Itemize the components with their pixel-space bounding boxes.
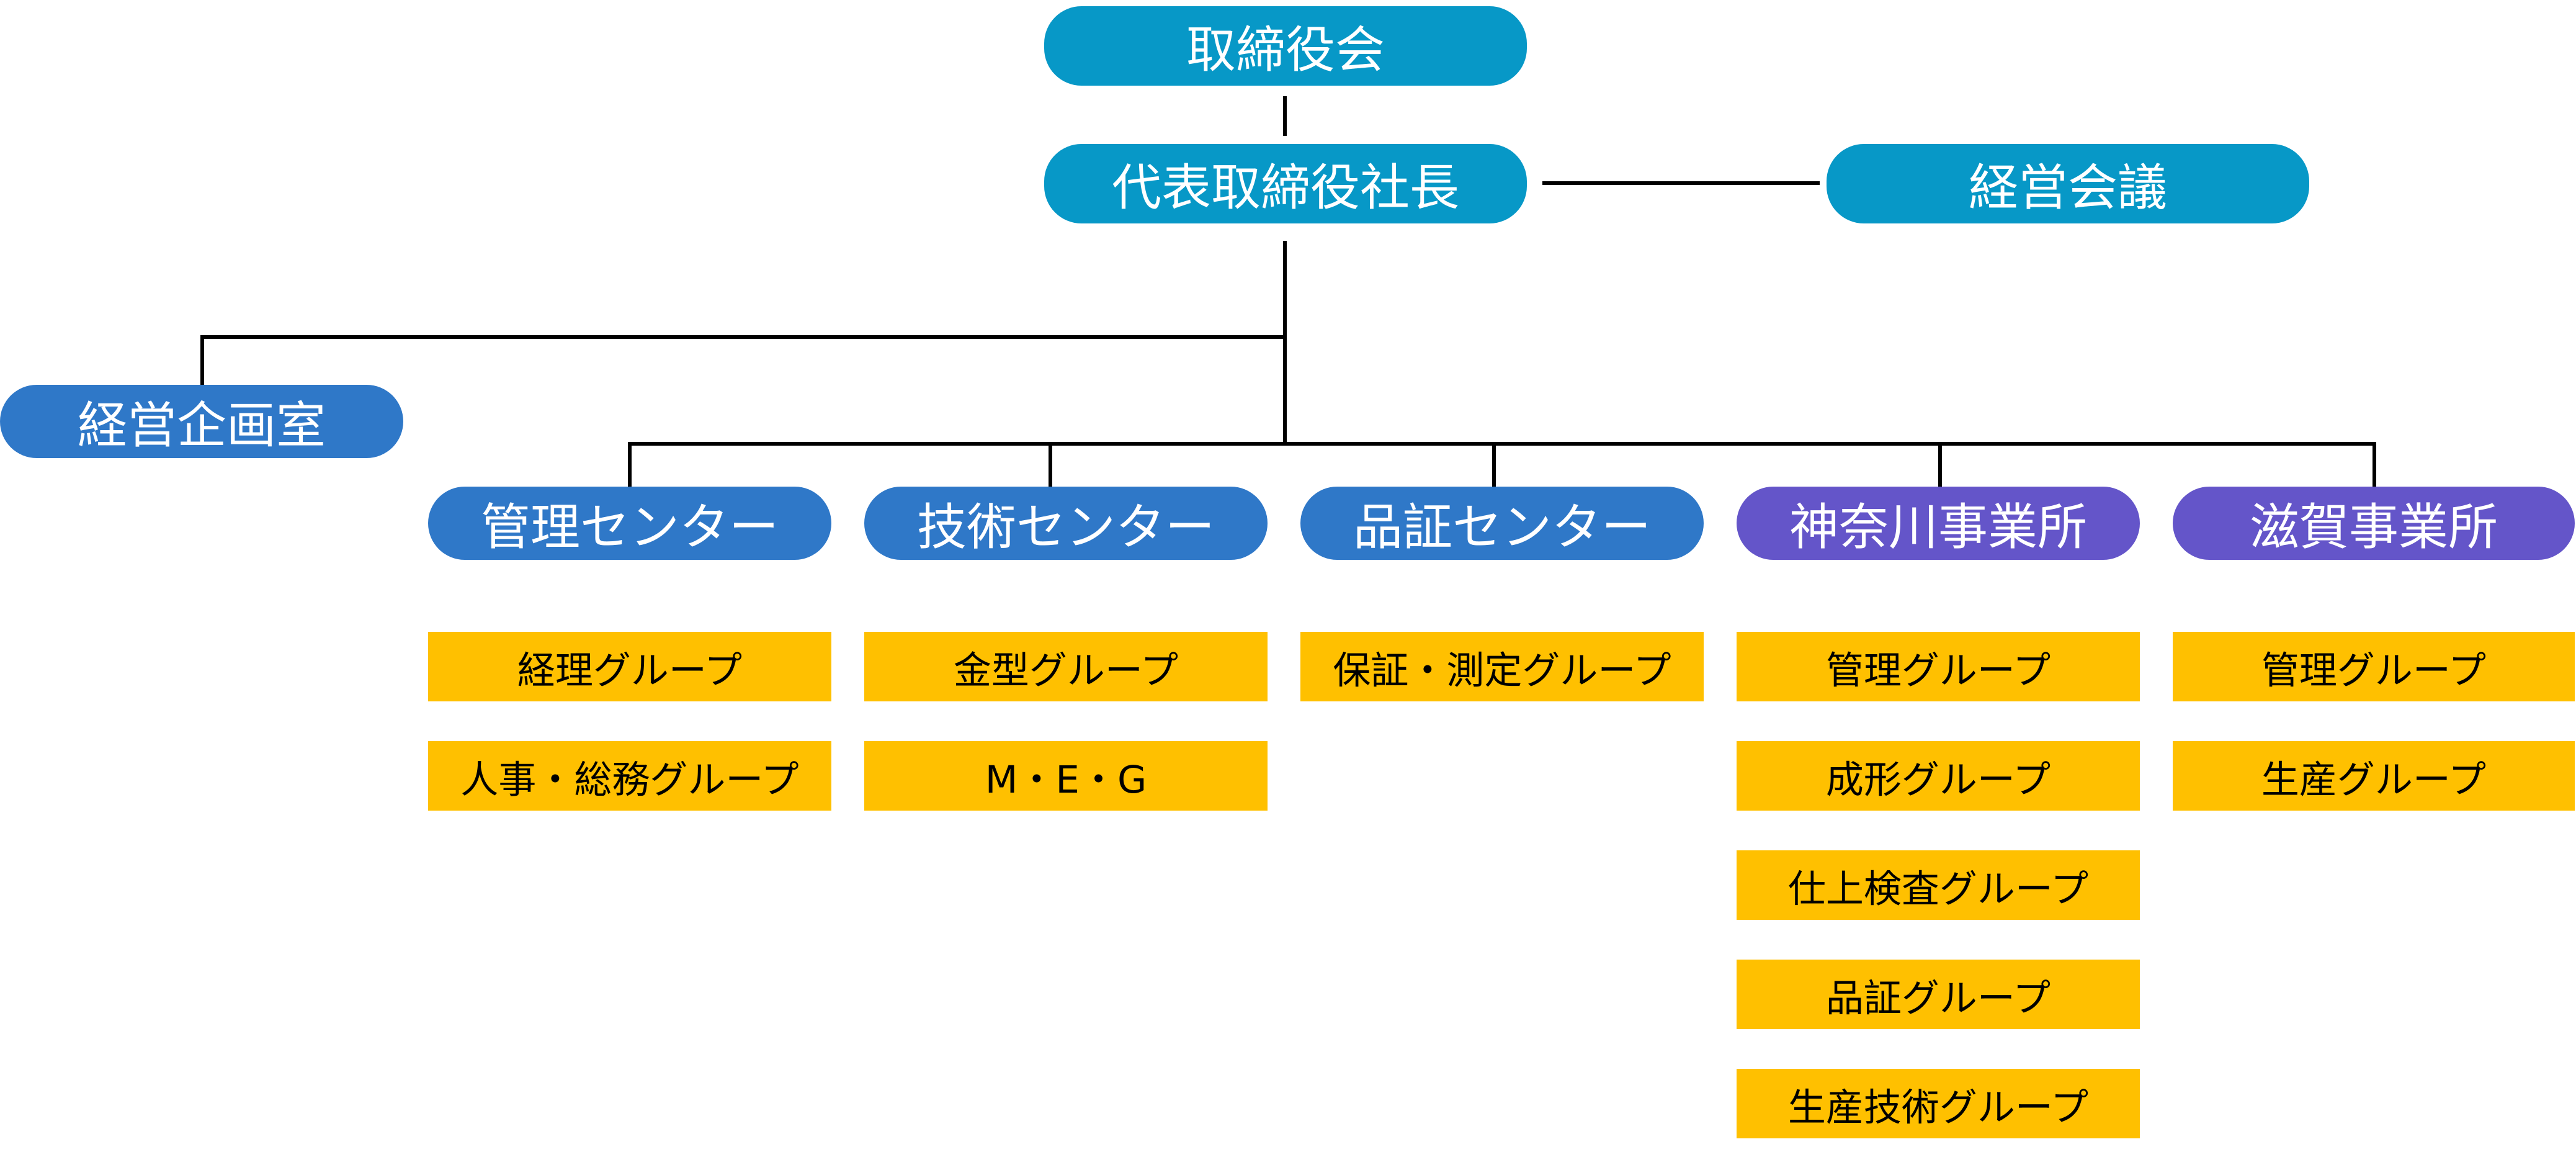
group-box: 金型グループ: [864, 632, 1268, 701]
group-box: 保証・測定グループ: [1300, 632, 1704, 701]
board-of-directors-label: 取締役会: [1186, 21, 1385, 79]
connector-president-meeting: [1542, 181, 1820, 185]
planning-office-label: 経営企画室: [78, 397, 326, 454]
group-box: 管理グループ: [1737, 632, 2140, 701]
group-box: 仕上検査グループ: [1737, 850, 2140, 920]
division-node-gijutsu-center: 技術センター: [864, 487, 1268, 560]
division-label: 神奈川事業所: [1789, 498, 2087, 556]
group-box: 管理グループ: [2173, 632, 2575, 701]
division-node-kanri-center: 管理センター: [428, 487, 831, 560]
president-node: 代表取締役社長: [1044, 144, 1527, 223]
division-label: 技術センター: [917, 498, 1215, 556]
division-label: 品証センター: [1353, 498, 1651, 556]
group-label: 金型グループ: [953, 648, 1179, 693]
group-box: 成形グループ: [1737, 741, 2140, 811]
connector-drop-kanri-center: [628, 442, 632, 487]
planning-office-node: 経営企画室: [0, 385, 403, 458]
group-box: 経理グループ: [428, 632, 831, 701]
division-node-hinsho-center: 品証センター: [1300, 487, 1704, 560]
connector-planning-drop: [200, 335, 204, 386]
division-node-kanagawa-office: 神奈川事業所: [1737, 487, 2140, 560]
group-box: 品証グループ: [1737, 960, 2140, 1029]
connector-drop-shiga-office: [2373, 442, 2376, 487]
group-label: 保証・測定グループ: [1333, 648, 1671, 693]
group-label: 品証グループ: [1825, 976, 2051, 1020]
group-box: 人事・総務グループ: [428, 741, 831, 811]
connector-drop-gijutsu-center: [1049, 442, 1052, 487]
division-node-shiga-office: 滋賀事業所: [2173, 487, 2575, 560]
group-box: 生産グループ: [2173, 741, 2575, 811]
group-label: 管理グループ: [1825, 648, 2051, 693]
group-label: 生産技術グループ: [1787, 1085, 2089, 1130]
connector-drop-hinsho-center: [1492, 442, 1496, 487]
group-label: 管理グループ: [2261, 648, 2487, 693]
group-label: M・E・G: [985, 757, 1147, 802]
group-label: 成形グループ: [1825, 757, 2051, 802]
connector-planning-branch: [200, 335, 1287, 339]
division-label: 滋賀事業所: [2250, 498, 2498, 556]
group-label: 仕上検査グループ: [1787, 866, 2089, 911]
group-box: M・E・G: [864, 741, 1268, 811]
board-of-directors-node: 取締役会: [1044, 6, 1527, 86]
connector-drop-kanagawa-office: [1938, 442, 1942, 487]
division-label: 管理センター: [481, 498, 779, 556]
management-meeting-label: 経営会議: [1969, 159, 2167, 217]
connector-division-bar: [628, 442, 2376, 446]
connector-board-president: [1283, 96, 1287, 136]
group-label: 経理グループ: [517, 648, 743, 693]
management-meeting-node: 経営会議: [1827, 144, 2309, 223]
connector-president-trunk: [1283, 241, 1287, 446]
group-label: 生産グループ: [2261, 757, 2487, 802]
group-label: 人事・総務グループ: [460, 757, 799, 802]
president-label: 代表取締役社長: [1112, 159, 1459, 217]
group-box: 生産技術グループ: [1737, 1069, 2140, 1138]
